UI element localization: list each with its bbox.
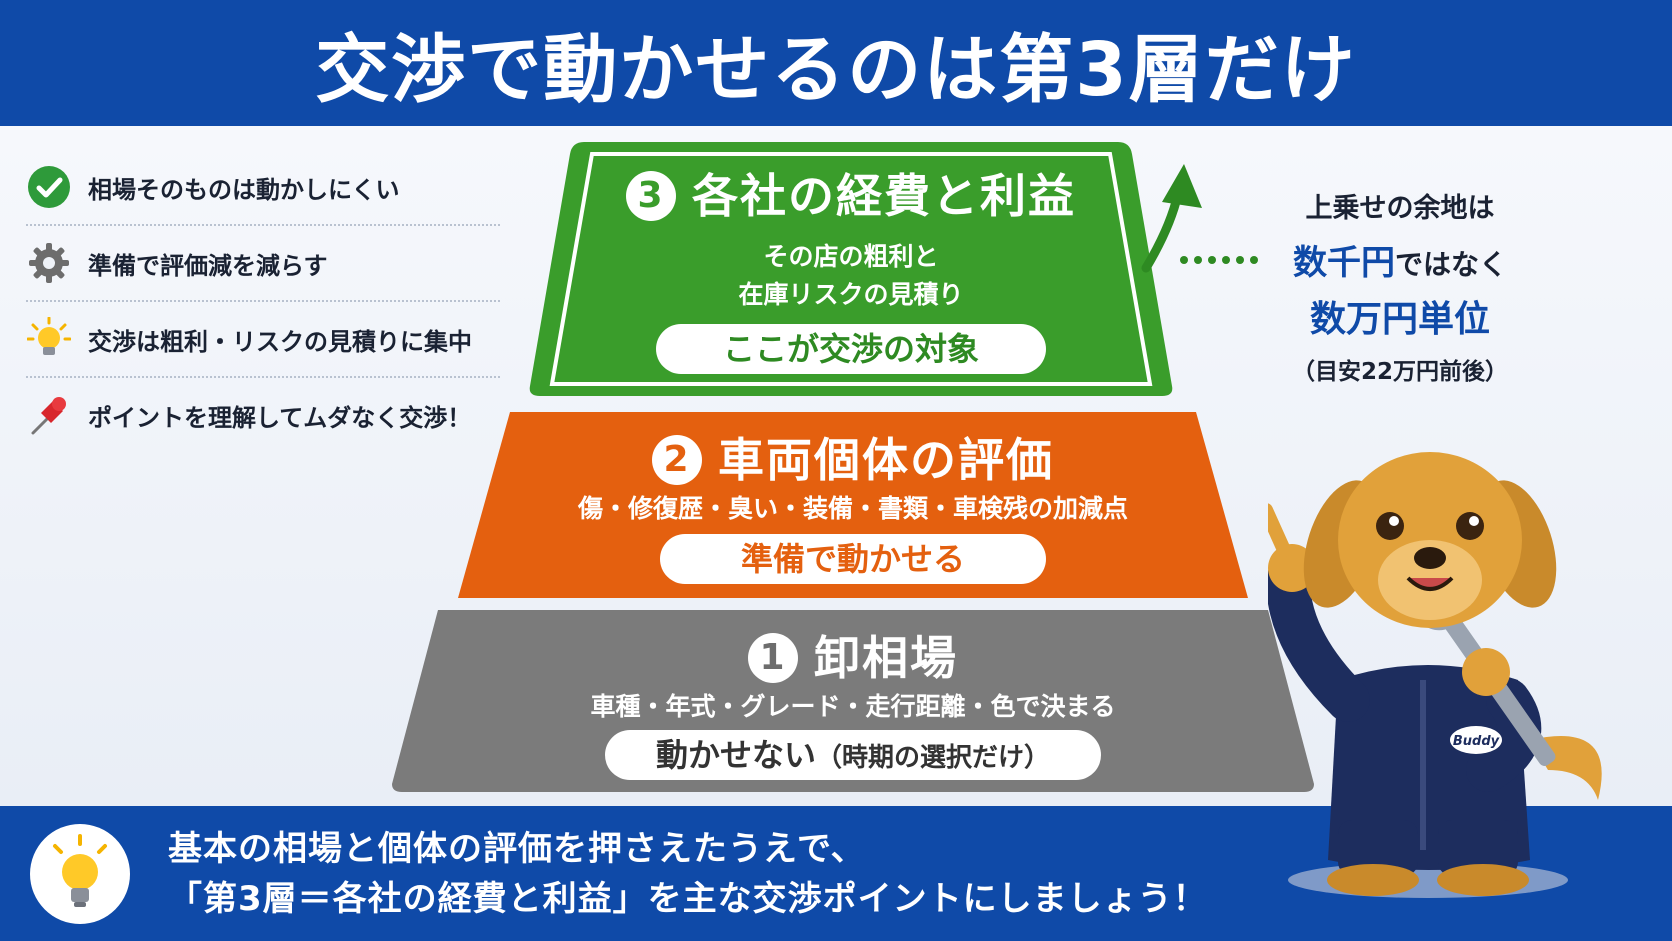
note-line-2: 数千円ではなく: [1265, 235, 1535, 284]
note-line-1: 上乗せの余地は: [1305, 193, 1495, 224]
gear-icon: [26, 240, 72, 286]
tier-2-pill: 準備で動かせる: [660, 534, 1046, 584]
dotted-connector: [1180, 256, 1258, 264]
tier-2-title-text: 車両個体の評価: [718, 433, 1054, 487]
tip-text: ポイントを理解してムダなく交渉！: [88, 403, 472, 432]
tier-3-title: 3 各社の経費と利益: [526, 160, 1176, 226]
tier-3-number: 3: [626, 170, 676, 221]
tip-item: ポイントを理解してムダなく交渉！: [26, 378, 500, 452]
tier-1-title: 1 卸相場: [392, 622, 1314, 688]
tier-3-block: 3 各社の経費と利益 その店の粗利と 在庫リスクの見積り ここが交渉の対象: [526, 138, 1176, 400]
tier-2-desc: 傷・修復歴・臭い・装備・書類・車検残の加減点: [577, 494, 1128, 523]
tip-item: 準備で評価減を減らす: [26, 226, 500, 302]
tip-text: 交渉は粗利・リスクの見積りに集中: [88, 327, 472, 356]
tier-2-block: 2 車両個体の評価 傷・修復歴・臭い・装備・書類・車検残の加減点 準備で動かせる: [458, 412, 1248, 598]
mascot-badge-text: Buddy: [1453, 734, 1500, 749]
tier-1-number: 1: [748, 632, 798, 683]
tier-1-pill-sub: （時期の選択だけ）: [816, 743, 1051, 773]
tier-3-title-text: 各社の経費と利益: [692, 169, 1076, 223]
margin-note: 上乗せの余地は 数千円ではなく 数万円単位 （目安22万円前後）: [1265, 186, 1535, 386]
tip-item: 交渉は粗利・リスクの見積りに集中: [26, 302, 500, 378]
tier-1-desc: 車種・年式・グレード・走行距離・色で決まる: [590, 692, 1116, 721]
tip-item: 相場そのものは動かしにくい: [26, 150, 500, 226]
check-icon: [26, 164, 72, 210]
dog-mascot-illustration: Buddy: [1268, 452, 1602, 898]
tier-1-title-text: 卸相場: [814, 631, 958, 685]
tier-2-title: 2 車両個体の評価: [458, 424, 1248, 490]
tip-text: 準備で評価減を減らす: [88, 251, 328, 280]
note-line-3: 数万円単位: [1309, 299, 1490, 340]
tier-3-pill: ここが交渉の対象: [656, 324, 1046, 374]
note-line-4: （目安22万円前後）: [1291, 359, 1508, 385]
pushpin-icon: [26, 392, 72, 438]
tier-3-desc-2: 在庫リスクの見積り: [738, 280, 964, 309]
tier-1-pill-main: 動かせない: [655, 736, 816, 774]
tip-text: 相場そのものは動かしにくい: [88, 175, 400, 204]
note-line-2-em: 数千円: [1292, 243, 1395, 283]
lightbulb-icon: [26, 316, 72, 362]
tips-list: 相場そのものは動かしにくい 準備で評価減を減らす: [26, 150, 500, 452]
footer-message: 基本の相場と個体の評価を押さえたうえで、 「第3層＝各社の経費と利益」を主な交渉…: [168, 824, 1208, 924]
note-line-2-rest: ではなく: [1394, 248, 1507, 281]
footer-lightbulb-icon: [30, 824, 130, 924]
tier-1-block: 1 卸相場 車種・年式・グレード・走行距離・色で決まる 動かせない（時期の選択だけ…: [392, 610, 1314, 792]
header-banner: 交渉で動かせるのは第3層だけ: [0, 0, 1672, 126]
page-title: 交渉で動かせるのは第3層だけ: [315, 26, 1357, 113]
up-arrow-icon: [1141, 164, 1202, 273]
footer-line-1: 基本の相場と個体の評価を押さえたうえで、: [168, 829, 866, 869]
footer-line-2: 「第3層＝各社の経費と利益」を主な交渉ポイントにしましょう！: [168, 879, 1208, 919]
tier-2-number: 2: [652, 434, 702, 485]
tier-3-desc-1: その店の粗利と: [763, 242, 939, 271]
tier-1-pill: 動かせない（時期の選択だけ）: [605, 730, 1101, 780]
